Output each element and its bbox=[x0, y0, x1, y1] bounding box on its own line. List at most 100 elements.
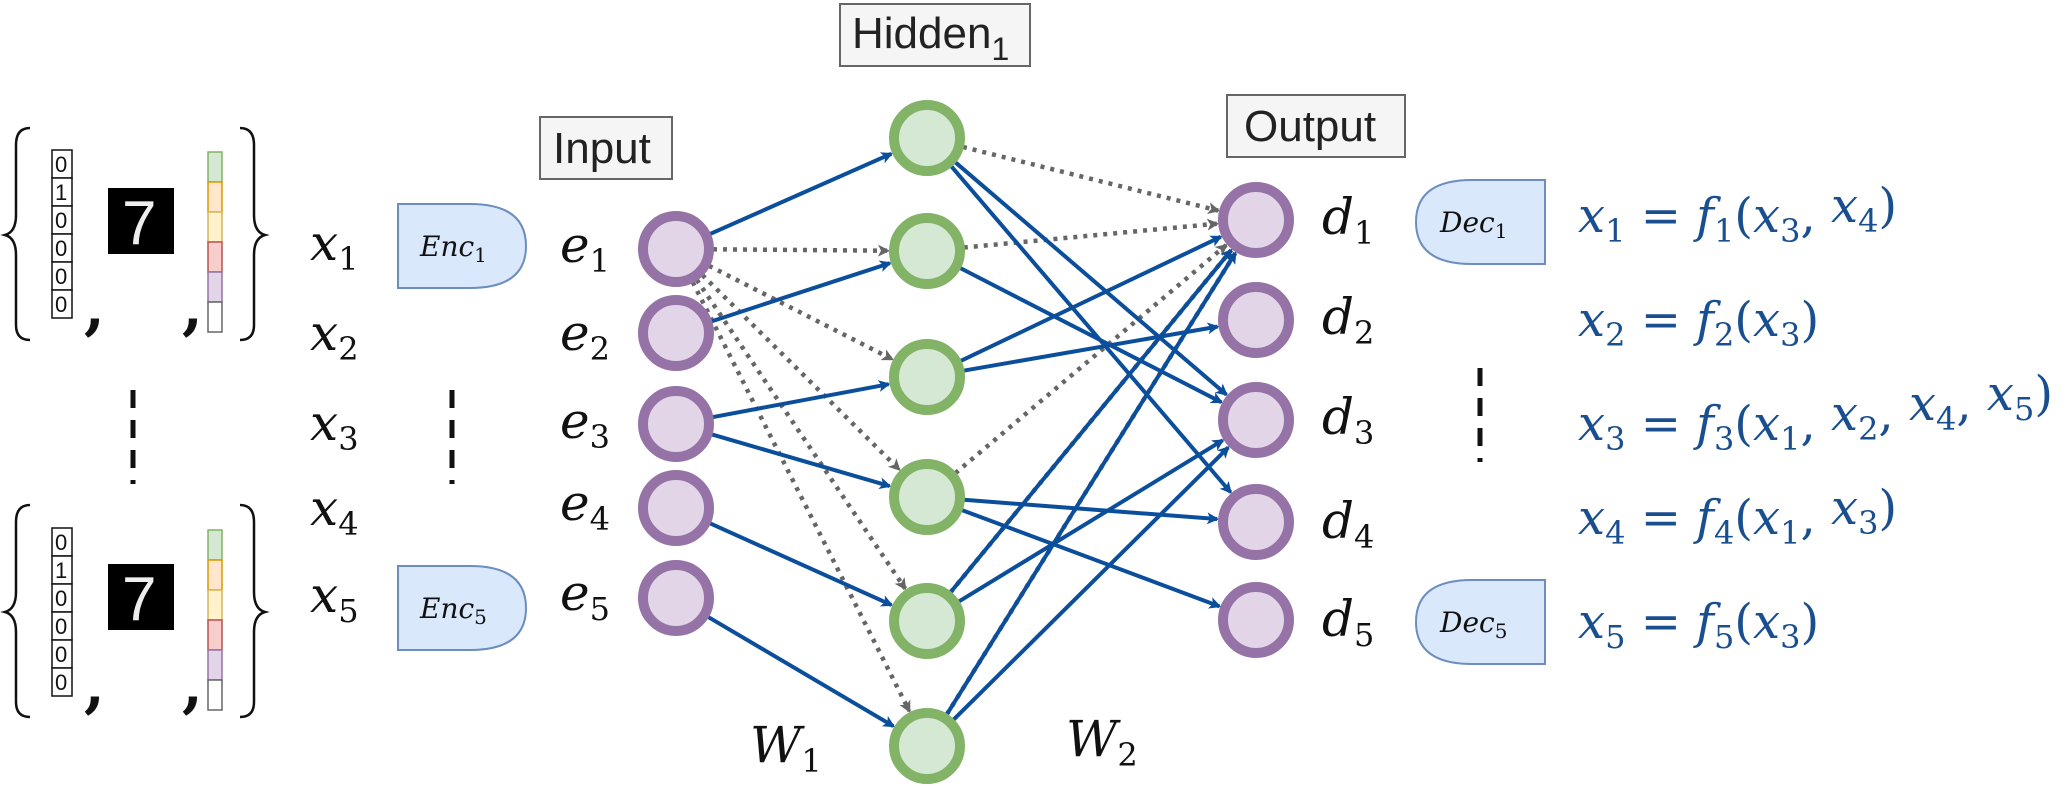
solid-edge-h2-d3 bbox=[958, 266, 1224, 404]
encoder-1: Enc1 bbox=[397, 203, 528, 289]
decoder-1: Dec1 bbox=[1414, 179, 1546, 265]
bit-cell bbox=[51, 289, 73, 319]
variable-labels: x1 x2 x3 x4 x5 bbox=[310, 214, 359, 630]
bit-value: 0 bbox=[55, 236, 67, 261]
variable-x4: x4 bbox=[310, 479, 359, 543]
bit-value: 0 bbox=[55, 642, 67, 667]
svg-text:,: , bbox=[182, 651, 203, 721]
dashed-edge-e1-h6 bbox=[690, 281, 912, 713]
svg-text:Dec1: Dec1 bbox=[1439, 206, 1507, 243]
output-node-2 bbox=[1218, 282, 1294, 358]
input-node-5 bbox=[638, 560, 714, 636]
embedding-e3: e3 bbox=[560, 392, 610, 456]
node-layer bbox=[638, 100, 1294, 784]
solid-edge-h1-d3 bbox=[953, 160, 1228, 397]
onehot-cell bbox=[207, 241, 223, 273]
decoder-5: Dec5 bbox=[1414, 579, 1546, 665]
bit-value: 1 bbox=[55, 558, 67, 583]
onehot-vector-2 bbox=[207, 529, 223, 711]
solid-edge-h3-d1 bbox=[959, 234, 1223, 363]
bit-value: 0 bbox=[55, 208, 67, 233]
onehot-cell bbox=[207, 589, 223, 621]
output-d2: d2 bbox=[1322, 288, 1374, 352]
onehot-cell bbox=[207, 679, 223, 711]
variable-x1: x1 bbox=[310, 214, 359, 278]
hidden-node-5 bbox=[889, 583, 965, 659]
equation-x4: x4 = f4(x1, x3) bbox=[1578, 480, 1897, 552]
solid-edge-h1-d4 bbox=[949, 164, 1233, 494]
bit-cell bbox=[51, 667, 73, 697]
digit-image-2 bbox=[108, 564, 174, 630]
output-labels: d1 d2 d3 d4 d5 bbox=[1322, 188, 1374, 654]
svg-text:Output: Output bbox=[1244, 102, 1376, 151]
hidden-node-2 bbox=[889, 213, 965, 289]
output-d3: d3 bbox=[1322, 388, 1374, 452]
hidden-node-1 bbox=[889, 100, 965, 176]
onehot-cell bbox=[207, 619, 223, 651]
dashed-edge-e1-h5 bbox=[694, 278, 908, 591]
bit-value: 0 bbox=[55, 292, 67, 317]
input-node-1 bbox=[638, 211, 714, 287]
solid-edge-h3-d2 bbox=[963, 322, 1220, 373]
svg-text:Enc5: Enc5 bbox=[419, 592, 487, 629]
hidden-node-6 bbox=[889, 708, 965, 784]
onehot-cell bbox=[207, 649, 223, 681]
digit-image-1 bbox=[108, 188, 174, 254]
svg-text:Dec5: Dec5 bbox=[1439, 606, 1507, 643]
output-layer-label: Output bbox=[1226, 94, 1406, 158]
input-node-2 bbox=[638, 295, 714, 371]
output-node-1 bbox=[1218, 182, 1294, 258]
digit-glyph-2: 7 bbox=[122, 565, 156, 634]
output-node-5 bbox=[1218, 582, 1294, 658]
embedding-e1: e1 bbox=[560, 216, 610, 280]
onehot-vector-1 bbox=[207, 151, 223, 333]
input-node-3 bbox=[638, 386, 714, 462]
svg-text:Enc1: Enc1 bbox=[419, 230, 487, 267]
equation-x3: x3 = f3(x1, x2, x4, x5) bbox=[1578, 366, 2053, 458]
variable-x3: x3 bbox=[310, 394, 359, 458]
solid-edge-h5-d1 bbox=[948, 248, 1233, 594]
bit-value: 0 bbox=[55, 614, 67, 639]
solid-edge-e4-h5 bbox=[708, 521, 894, 607]
equation-x5: x5 = f5(x3) bbox=[1578, 594, 1819, 656]
output-d1: d1 bbox=[1322, 188, 1374, 252]
bit-value: 0 bbox=[55, 152, 67, 177]
digit-glyph-1: 7 bbox=[122, 189, 156, 258]
hidden-node-3 bbox=[889, 339, 965, 415]
variable-x5: x5 bbox=[310, 566, 359, 630]
equation-x1: x1 = f1(x3, x4) bbox=[1578, 178, 1897, 250]
onehot-cell bbox=[207, 271, 223, 303]
embedding-e5: e5 bbox=[560, 564, 610, 628]
input-layer-label: Input bbox=[539, 116, 673, 180]
svg-text:,: , bbox=[182, 273, 203, 343]
solid-edge-e5-h6 bbox=[706, 615, 896, 728]
solid-edge-e1-h1 bbox=[709, 151, 894, 236]
output-node-4 bbox=[1218, 484, 1294, 560]
onehot-cell bbox=[207, 301, 223, 333]
embedding-e2: e2 bbox=[560, 304, 610, 368]
bit-value: 1 bbox=[55, 180, 67, 205]
equation-list: x1 = f1(x3, x4) x2 = f2(x3) x3 = f3(x1, x2… bbox=[1578, 178, 2053, 656]
encoder-5: Enc5 bbox=[397, 565, 528, 651]
onehot-cell bbox=[207, 151, 223, 183]
dashed-edge-h2-d1 bbox=[963, 218, 1220, 250]
output-node-3 bbox=[1218, 382, 1294, 458]
svg-text:,: , bbox=[84, 273, 105, 343]
output-d5: d5 bbox=[1322, 590, 1374, 654]
solid-edge-e3-h4 bbox=[710, 432, 892, 490]
solid-edge-h6-d1 bbox=[944, 251, 1238, 716]
solid-edge-h4-d5 bbox=[960, 508, 1222, 609]
dashed-edge-e1-h3 bbox=[707, 263, 895, 362]
equation-x2: x2 = f2(x3) bbox=[1578, 292, 1819, 354]
onehot-cell bbox=[207, 181, 223, 213]
weight-label-w1: W1 bbox=[750, 716, 822, 780]
dashed-edge-h1-d1 bbox=[962, 144, 1221, 214]
hidden-node-4 bbox=[889, 459, 965, 535]
dashed-edge-e1-h2 bbox=[712, 244, 891, 257]
weight-label-w2: W2 bbox=[1066, 710, 1138, 774]
